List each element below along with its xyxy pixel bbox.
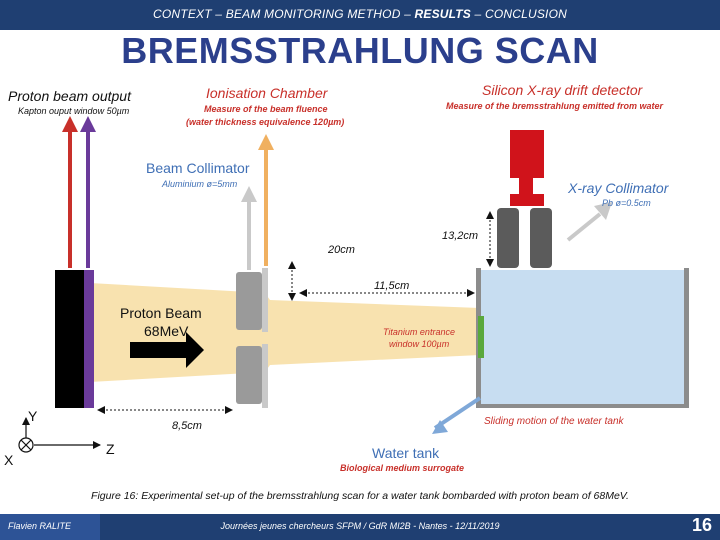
label-water-tank-desc: Biological medium surrogate xyxy=(340,463,465,473)
collimator-strip-upper xyxy=(262,268,268,332)
footer-bar xyxy=(0,514,720,540)
label-titanium-line2: window 100µm xyxy=(389,339,450,349)
pointer-beam-collimator xyxy=(241,186,257,270)
sdd-detector-body xyxy=(510,130,544,178)
slide-title: BREMSSTRAHLUNG SCAN xyxy=(121,30,599,71)
nav-suffix: – CONCLUSION xyxy=(471,7,567,21)
label-dist-11-5: 11,5cm xyxy=(374,280,410,292)
water-tank-edge-right xyxy=(684,268,689,408)
collimator-strip-lower xyxy=(262,344,268,408)
ion-chamber-upper xyxy=(236,272,262,330)
label-dist-20: 20cm xyxy=(328,244,355,256)
label-xray-collimator: X-ray Collimator xyxy=(568,180,669,196)
label-sdd-desc: Measure of the bremsstrahlung emitted fr… xyxy=(446,101,664,111)
footer-author-box: Flavien RALITE xyxy=(0,514,100,540)
footer-event: Journées jeunes chercheurs SFPM / GdR MI… xyxy=(220,521,500,531)
ion-chamber-lower xyxy=(236,346,262,404)
kapton-window xyxy=(84,270,94,408)
label-water-tank: Water tank xyxy=(372,445,440,461)
sdd-detector-neck xyxy=(519,178,533,194)
label-proton-beam-line2: 68MeV xyxy=(144,323,189,339)
nav-current: RESULTS xyxy=(414,7,472,21)
label-beam-collimator-desc: Aluminium ø=5mm xyxy=(162,179,238,189)
pointer-sliding-motion xyxy=(432,396,482,434)
label-dist-13-2: 13,2cm xyxy=(442,230,479,242)
pointer-kapton xyxy=(80,116,96,268)
label-beam-collimator: Beam Collimator xyxy=(146,160,250,176)
page-number: 16 xyxy=(691,515,712,535)
label-titanium-line1: Titanium entrance xyxy=(383,327,455,337)
label-ion-chamber-desc2: (water thickness equivalence 120µm) xyxy=(186,117,345,127)
label-axis-x: X xyxy=(4,452,14,468)
proton-beam-arrow-icon xyxy=(130,332,204,368)
label-ion-chamber-desc1: Measure of the beam fluence xyxy=(204,104,328,114)
figure-caption: Figure 16: Experimental set-up of the br… xyxy=(91,490,629,502)
label-axis-z: Z xyxy=(106,441,115,457)
beam-output-block xyxy=(55,270,84,408)
titanium-window xyxy=(478,316,484,358)
label-proton-output: Proton beam output xyxy=(8,88,131,104)
label-xray-collimator-desc: Pb ø=0.5cm xyxy=(602,198,651,208)
water-tank xyxy=(480,270,685,406)
nav-prefix: CONTEXT – BEAM MONITORING METHOD – xyxy=(153,7,415,21)
label-proton-beam-line1: Proton Beam xyxy=(120,305,202,321)
axes-icon xyxy=(18,417,101,453)
label-axis-y: Y xyxy=(28,408,38,424)
section-nav: CONTEXT – BEAM MONITORING METHOD – RESUL… xyxy=(0,7,720,21)
label-sliding-motion: Sliding motion of the water tank xyxy=(484,416,624,427)
label-sdd: Silicon X-ray drift detector xyxy=(482,82,643,98)
xray-collimator-right xyxy=(530,208,552,268)
water-tank-edge-bottom xyxy=(476,404,689,408)
header-bar xyxy=(0,0,720,30)
label-dist-8-5: 8,5cm xyxy=(172,420,202,432)
label-kapton-window: Kapton ouput window 50µm xyxy=(18,106,130,116)
footer-author: Flavien RALITE xyxy=(8,521,72,531)
pointer-ion-chamber xyxy=(258,134,274,266)
pointer-xray-collimator xyxy=(566,202,612,242)
label-ion-chamber: Ionisation Chamber xyxy=(206,85,328,101)
sdd-detector-head xyxy=(510,194,544,206)
xray-collimator-left xyxy=(497,208,519,268)
pointer-proton-output xyxy=(62,116,78,268)
